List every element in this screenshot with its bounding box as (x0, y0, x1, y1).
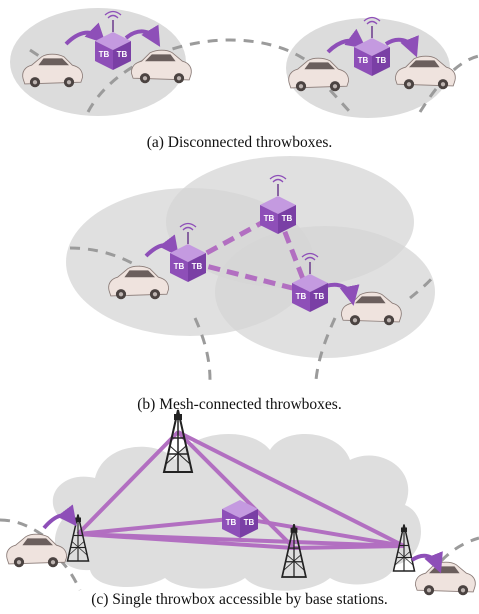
transfer-arrow (64, 22, 106, 46)
link (293, 544, 405, 550)
road (193, 317, 212, 381)
throwbox-label: TB (314, 292, 325, 301)
throwbox-label: TB (99, 50, 110, 59)
transfer-arrow (326, 28, 367, 54)
throwbox-label: TB (226, 518, 237, 527)
throwbox: TB TB (94, 10, 132, 71)
link (177, 430, 405, 548)
throwbox-label: TB (174, 262, 185, 271)
link (77, 516, 241, 536)
road (328, 88, 352, 114)
throwbox-label: TB (376, 56, 387, 65)
road (314, 317, 337, 381)
link (176, 430, 296, 550)
caption-c: (c) Single throwbox accessible by base s… (91, 591, 388, 608)
road (409, 275, 436, 300)
link (239, 516, 405, 548)
throwbox: TB TB (353, 16, 391, 77)
panel-c-base-stations: TB TB (0, 409, 479, 596)
road (418, 54, 479, 113)
throwbox-label: TB (244, 518, 255, 527)
throwbox-label: TB (282, 214, 293, 223)
transfer-arrow (325, 282, 360, 306)
link (77, 532, 295, 550)
transfer-arrow (124, 24, 161, 47)
mesh-link (275, 213, 311, 293)
mesh-link (189, 259, 309, 295)
throwbox-label: TB (296, 292, 307, 301)
caption-a: (a) Disconnected throwboxes. (146, 134, 333, 151)
throwbox-label: TB (192, 262, 203, 271)
throwbox: TB TB (259, 174, 297, 235)
throwbox: TB TB (169, 222, 207, 283)
throwbox: TB TB (222, 500, 258, 538)
throwbox: TB TB (291, 252, 329, 313)
road (86, 38, 332, 113)
throwbox-label: TB (358, 56, 369, 65)
transfer-arrow (384, 35, 419, 58)
transfer-arrow (410, 551, 443, 574)
throwbox-label: TB (264, 214, 275, 223)
panel-b-mesh: TB TB TB TB TB TB (66, 156, 436, 381)
transfer-arrow (42, 504, 77, 530)
link (76, 430, 180, 536)
radio-links (76, 430, 405, 550)
throwbox-label: TB (117, 50, 128, 59)
panel-a-disconnected: TB TB TB TB (10, 8, 479, 118)
transfer-arrow (144, 234, 179, 258)
caption-b: (b) Mesh-connected throwboxes. (137, 396, 342, 413)
